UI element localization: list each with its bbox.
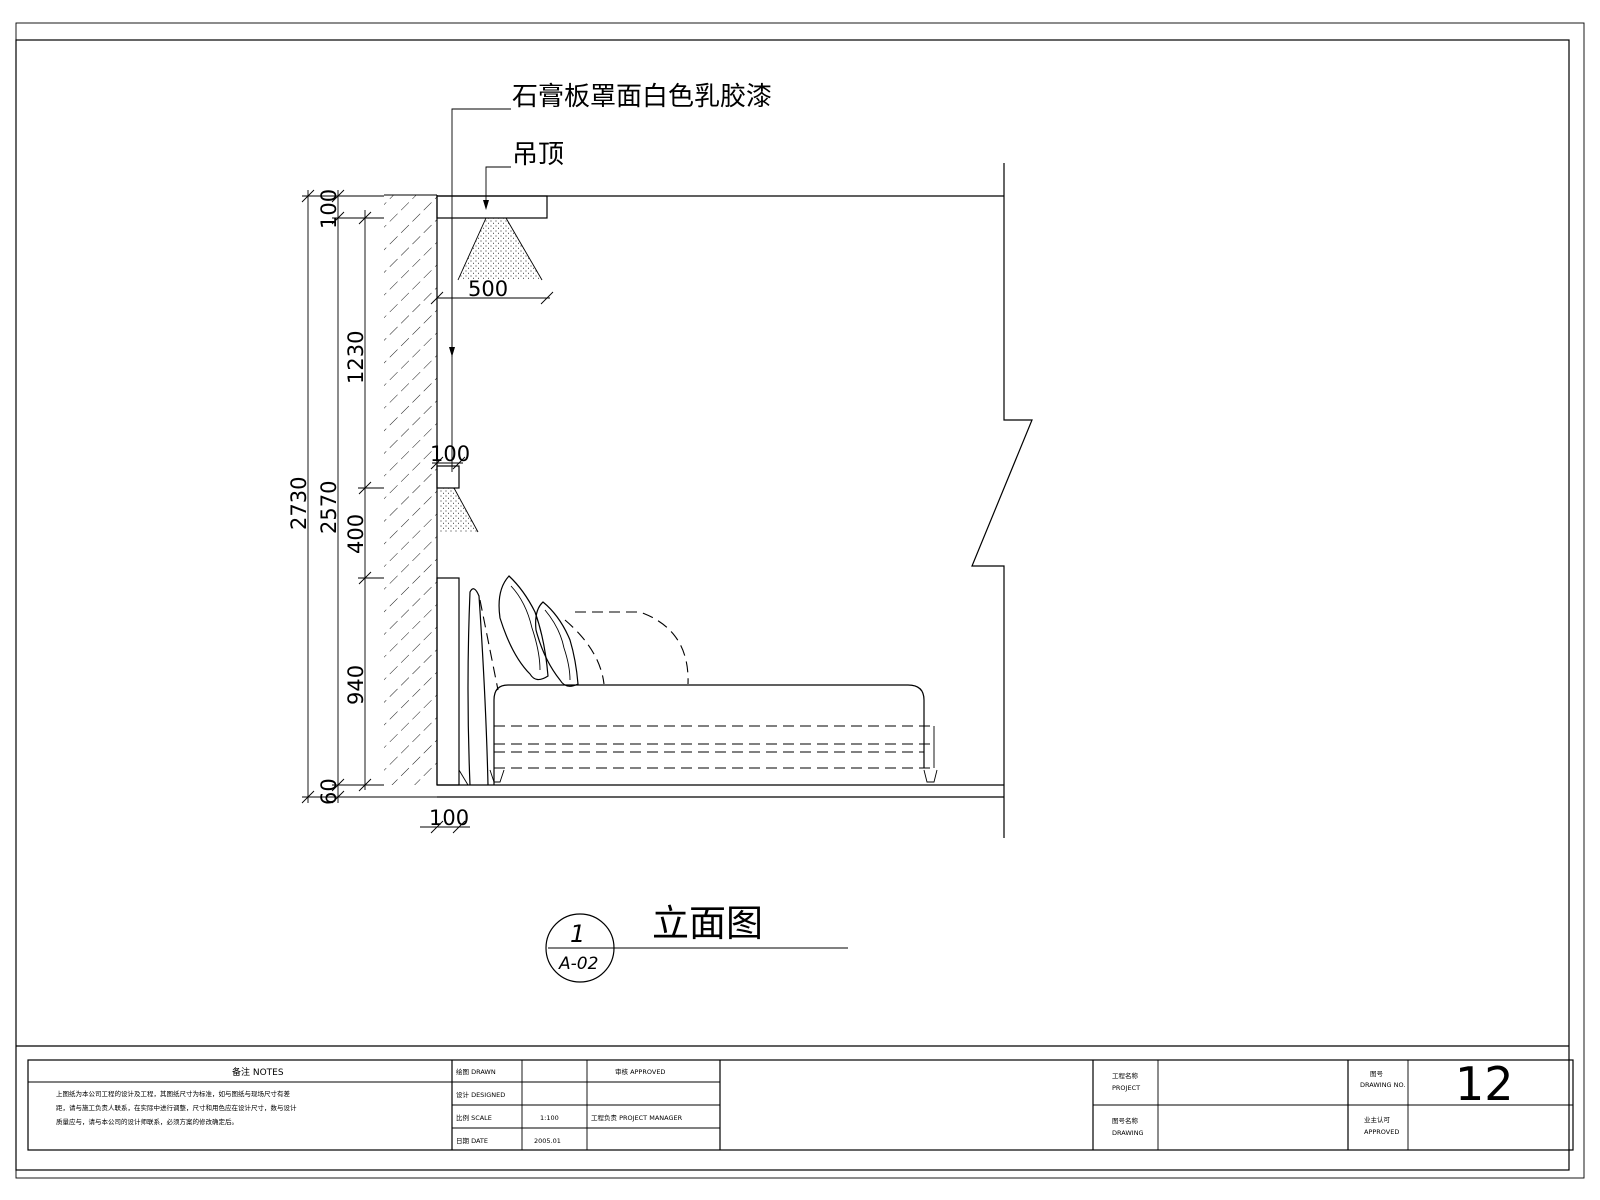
dimension-100-light-label: 100 (430, 442, 470, 466)
scale-label: 比例 SCALE (456, 1113, 492, 1122)
project-sub: PROJECT (1112, 1084, 1140, 1092)
project-manager-label: 工程负责 PROJECT MANAGER (591, 1113, 683, 1122)
suspended-ceiling-label: 吊顶 (512, 140, 564, 170)
notes-label: 备注 NOTES (232, 1066, 284, 1078)
sheet-label: 图号 (1370, 1070, 1384, 1078)
dimension-1230-label: 1230 (344, 331, 368, 384)
pillows (498, 575, 579, 687)
dimension-2730-label: 2730 (287, 477, 311, 530)
view-symbol (545, 913, 848, 983)
sheet-number: 12 (1455, 1057, 1514, 1111)
suspended-ceiling-leader (483, 166, 511, 210)
notes-line-2: 距，请与施工负责人联系，在实际中进行调整，尺寸和用色应在设计尺寸，数与设计 (56, 1103, 297, 1112)
scale-value: 1:100 (540, 1114, 559, 1122)
ceiling-light (457, 217, 543, 281)
dimension-60-label: 60 (317, 778, 341, 805)
license-label: 业主认可 (1364, 1115, 1391, 1124)
vertical-dimensions (301, 189, 384, 804)
sheet-border (15, 22, 1585, 1179)
date-value: 2005.01 (534, 1137, 561, 1145)
ceiling-finish-leader (449, 108, 511, 357)
view-title: 立面图 (652, 902, 763, 945)
dimension-100-floor (420, 820, 470, 834)
dimension-400-label: 400 (344, 514, 368, 554)
approved-label: 审核 APPROVED (615, 1067, 665, 1076)
designed-label: 设计 DESIGNED (456, 1090, 505, 1099)
dimension-100-light (430, 456, 466, 470)
view-number: 1 (570, 920, 585, 948)
sheet-sub: DRAWING NO. (1360, 1081, 1405, 1089)
dimension-940-label: 940 (344, 665, 368, 705)
drawing-label: 图号名称 (1112, 1116, 1139, 1125)
project-label: 工程名称 (1112, 1071, 1139, 1080)
bed (467, 588, 938, 786)
view-sheet-ref: A-02 (558, 954, 598, 974)
date-label: 日期 DATE (456, 1137, 488, 1145)
dimension-2570-label: 2570 (317, 481, 341, 534)
drawing-sub: DRAWING (1112, 1129, 1144, 1137)
notes-line-3: 质量应与，请与本公司的设计师联系，必须方案的修改确定后。 (56, 1117, 238, 1126)
notes-line-1: 上图纸为本公司工程的设计及工程，其图纸尺寸为标准，如与图纸与现场尺寸有差 (56, 1089, 291, 1098)
dimension-100-floor-label: 100 (429, 806, 469, 830)
dimension-500 (430, 291, 554, 305)
wall-light (440, 487, 479, 533)
title-block (27, 1059, 1574, 1151)
drawn-label: 绘图 DRAWN (456, 1067, 496, 1076)
license-sub: APPROVED (1364, 1128, 1399, 1136)
headboard-panel (436, 577, 469, 786)
dimension-500-label: 500 (468, 277, 508, 301)
ceiling-finish-label: 石膏板罩面白色乳胶漆 (512, 82, 772, 112)
structural-wall (372, 194, 438, 798)
dimension-100-top-label: 100 (317, 189, 341, 229)
